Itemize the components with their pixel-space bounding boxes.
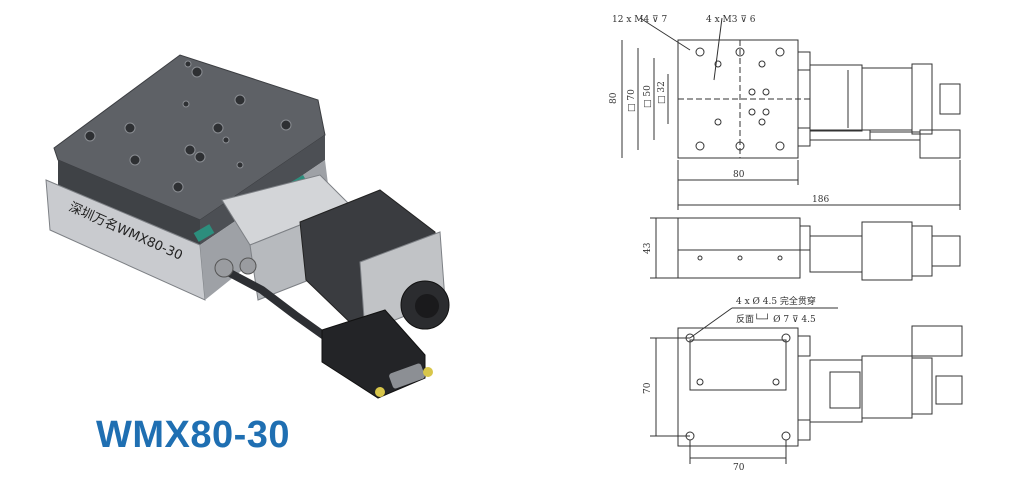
model-title: WMX80-30 <box>96 414 291 456</box>
dim-70-square: □ 70 <box>627 89 637 112</box>
dim-43-height: 43 <box>643 242 653 254</box>
bottom-view-outline <box>677 327 799 447</box>
dim-80-width: 80 <box>733 170 745 180</box>
mounting-holes <box>84 60 292 193</box>
callout-through-holes: 4 x Ø 4.5 完全贯穿 <box>736 295 816 307</box>
side-view <box>650 217 961 281</box>
callout-counterbore: 反面└─┘ Ø 7 ⊽ 4.5 <box>736 313 816 325</box>
callout-m4-holes: 12 x M4 ⊽ 7 <box>612 15 668 25</box>
dim-80-height: 80 <box>609 92 619 104</box>
dim-186-length: 186 <box>812 195 829 205</box>
dim-70-width: 70 <box>733 463 745 473</box>
side-view-outline <box>677 217 801 279</box>
dim-50-square: □ 50 <box>643 85 653 108</box>
dim-32-square: □ 32 <box>657 81 667 104</box>
dim-70-height: 70 <box>643 382 653 394</box>
callout-m3-holes: 4 x M3 ⊽ 6 <box>706 15 756 25</box>
cable <box>226 268 333 344</box>
top-view <box>621 17 961 210</box>
bottom-view <box>650 307 963 464</box>
